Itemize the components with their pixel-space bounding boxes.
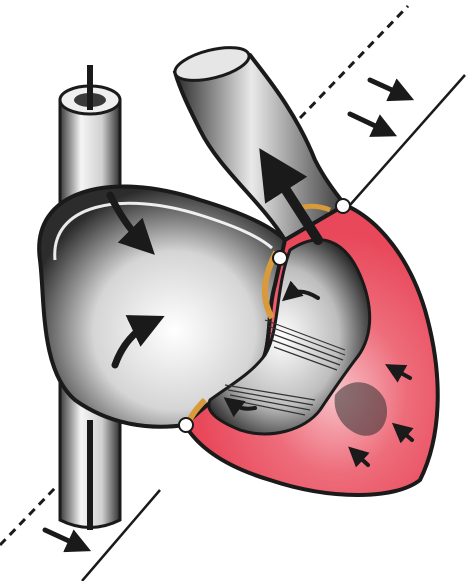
valve-node-icon [336, 199, 350, 213]
valve-node-icon [273, 251, 287, 265]
outflow-arrow-icon [350, 114, 388, 132]
valve-node-icon [179, 418, 193, 432]
outflow-arrow-icon [370, 80, 405, 96]
inflow-arrow-icon [45, 530, 82, 547]
